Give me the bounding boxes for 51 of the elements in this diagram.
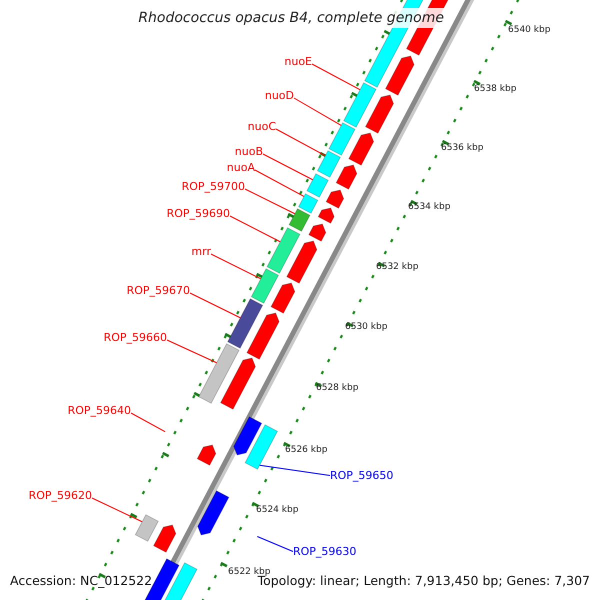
gene-label: ROP_59670 xyxy=(126,285,190,296)
gene-block xyxy=(298,193,318,214)
scale-label: 6524 kbp xyxy=(256,506,298,515)
gene-label: nuoD xyxy=(264,90,294,101)
gene-label: ROP_59630 xyxy=(293,546,356,557)
gene-label: nuoB xyxy=(234,146,263,157)
leader-line xyxy=(276,128,326,156)
gene-label: nuoE xyxy=(284,56,312,67)
gene-label: ROP_59620 xyxy=(28,490,92,501)
gene-block xyxy=(306,173,329,198)
scale-label: 6528 kbp xyxy=(316,384,358,393)
leader-line xyxy=(166,340,218,364)
leader-line xyxy=(210,254,262,280)
gene-block xyxy=(227,298,264,349)
scale-label: 6534 kbp xyxy=(408,203,450,212)
gene-label: nuoC xyxy=(248,121,276,132)
gene-block xyxy=(244,424,278,470)
gene-label: mrr xyxy=(191,246,211,257)
leader-line xyxy=(262,154,314,180)
gene-block xyxy=(250,268,279,304)
leader-line xyxy=(244,188,296,214)
gene-block xyxy=(134,514,159,542)
gene-block xyxy=(328,122,356,156)
gene-label: ROP_59690 xyxy=(166,208,230,219)
leader-line xyxy=(294,98,342,126)
leader-line xyxy=(190,292,241,318)
leader-line xyxy=(92,498,143,522)
leader-line xyxy=(256,536,294,552)
gene-block xyxy=(266,227,300,274)
scale-label: 6538 kbp xyxy=(474,85,516,94)
leader-line xyxy=(230,216,281,242)
gene-label: nuoA xyxy=(226,162,255,173)
gene-block xyxy=(288,208,310,232)
scale-label: 6536 kbp xyxy=(441,144,484,153)
leader-line xyxy=(254,170,304,197)
scale-label: 6532 kbp xyxy=(376,263,418,272)
leader-line xyxy=(312,64,360,90)
gene-label: ROP_59700 xyxy=(182,181,245,192)
gene-block xyxy=(316,150,341,178)
scale-label: 6530 kbp xyxy=(345,323,388,332)
gene-label: ROP_59640 xyxy=(68,405,131,416)
leader-line xyxy=(259,464,330,476)
gene-block xyxy=(198,343,240,404)
gene-block xyxy=(343,82,377,128)
gene-label: ROP_59660 xyxy=(104,332,167,343)
footer-text: Topology: linear; Length: 7,913,450 bp; Genes: 7,307 xyxy=(258,575,590,588)
gene-label: ROP_59650 xyxy=(330,470,394,481)
scale-label: 6540 kbp xyxy=(508,26,550,35)
leader-line xyxy=(130,412,166,432)
footer-text: Accession: NC_012522 xyxy=(10,575,152,588)
scale-label: 6522 kbp xyxy=(228,568,270,577)
